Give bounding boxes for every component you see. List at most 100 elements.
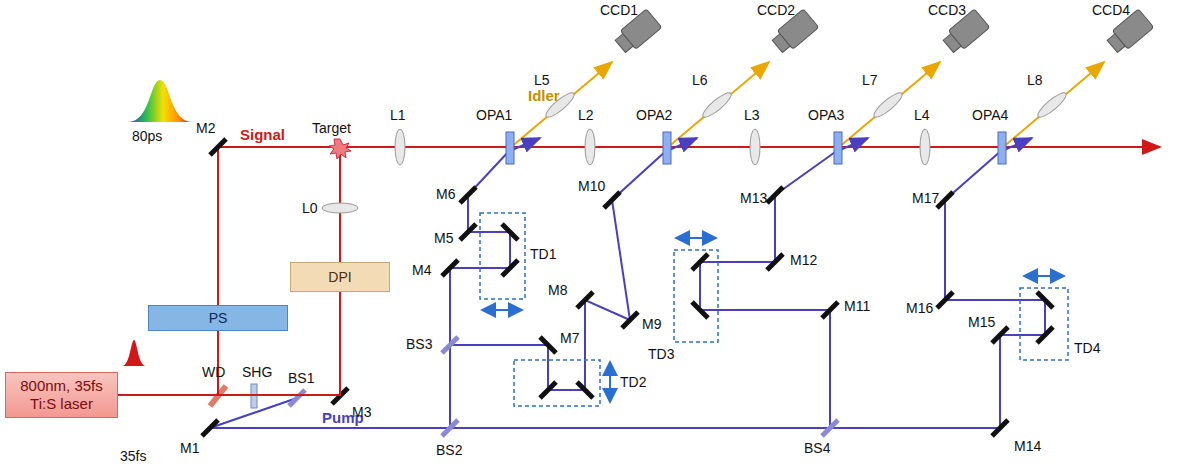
optics-part [442, 420, 458, 436]
part-label: M15 [968, 314, 995, 330]
beam-path [118, 331, 218, 395]
part-label: BS3 [406, 336, 432, 352]
optics-part [442, 337, 458, 353]
optics-part [663, 132, 671, 164]
optics-part [1002, 62, 1104, 148]
part-label: L5 [534, 72, 550, 88]
optics-part [1037, 327, 1053, 343]
optics-part [122, 340, 146, 366]
dpi-box: DPI [290, 262, 390, 292]
part-label: M5 [434, 230, 453, 246]
optics-part [937, 292, 953, 308]
part-label: TD3 [648, 346, 674, 362]
optics-part [128, 80, 192, 122]
node-text: DPI [328, 269, 351, 286]
part-label: TD2 [620, 374, 646, 390]
part-label: BS1 [288, 370, 314, 386]
laser-box: 800nm, 35fs Ti:S laser [5, 372, 118, 418]
optics-part [767, 187, 783, 203]
optics-part [322, 90, 1069, 213]
optics-part [480, 213, 525, 299]
optics-part [502, 260, 518, 276]
optics-part [460, 187, 476, 203]
optics-part [210, 398, 1000, 428]
part-label: CCD3 [928, 2, 966, 18]
part-label: L1 [390, 107, 406, 123]
optics-part [1035, 90, 1069, 121]
optics-part [510, 62, 1104, 148]
part-label: Target [312, 120, 351, 136]
optics-part [692, 254, 708, 270]
optics-part [1037, 292, 1053, 308]
part-label: M16 [906, 300, 933, 316]
optics-part [622, 312, 638, 328]
optics-part [772, 34, 790, 53]
optics-part [676, 237, 716, 239]
optics-part [506, 132, 514, 164]
optics-part [1107, 34, 1125, 53]
optics-part [540, 337, 556, 353]
part-label: Idler [528, 88, 560, 104]
optics-part [210, 138, 1045, 428]
part-label: M8 [548, 282, 567, 298]
part-label: BS4 [804, 440, 830, 456]
optics-part [943, 34, 961, 53]
part-label: L7 [862, 72, 878, 88]
optics-part [604, 192, 620, 208]
optics-part [540, 382, 556, 398]
part-label: L8 [1027, 72, 1043, 88]
optics-part [450, 150, 667, 390]
optics-part [510, 62, 612, 148]
optics-part [577, 382, 593, 398]
optics-part [1020, 288, 1068, 360]
optics-part [210, 139, 226, 155]
part-label: SHG [242, 364, 272, 380]
optics-part [1004, 138, 1032, 150]
part-label: M1 [180, 440, 199, 456]
optics-part [217, 147, 219, 305]
part-label: 35fs [120, 448, 146, 464]
optics-part [442, 260, 458, 276]
part-label: M4 [412, 262, 431, 278]
part-label: M13 [740, 190, 767, 206]
optics-part [502, 224, 518, 240]
optics-part [615, 34, 633, 53]
optics-part [289, 390, 305, 406]
part-label: M11 [844, 298, 870, 314]
part-label: CCD4 [1092, 2, 1130, 18]
part-label: CCD1 [600, 2, 638, 18]
optics-part [322, 203, 358, 213]
optics-part [834, 132, 842, 164]
part-label: L3 [744, 107, 760, 123]
optics-part [920, 129, 930, 165]
optics-part [700, 90, 734, 121]
part-label: M9 [642, 316, 661, 332]
part-label: OPA3 [808, 107, 844, 123]
optics-part [750, 129, 760, 165]
part-label: L6 [692, 72, 708, 88]
part-label: L4 [914, 107, 930, 123]
optics-part [613, 9, 1154, 56]
node-text: 800nm, 35fs Ti:S laser [12, 377, 111, 413]
optics-part [992, 420, 1008, 436]
optics-part [329, 139, 351, 159]
optics-part [692, 302, 708, 318]
optics-part [767, 254, 783, 270]
part-label: M6 [436, 186, 455, 202]
optics-part [512, 138, 540, 150]
part-label: TD1 [530, 246, 556, 262]
optics-part [822, 302, 838, 318]
part-label: TD4 [1074, 340, 1100, 356]
pulse-stretcher-box: PS [148, 305, 288, 331]
optics-part [218, 146, 1160, 148]
optics-part [609, 362, 611, 402]
optics-part [482, 238, 1064, 402]
part-label: WD [202, 364, 225, 380]
part-label: 80ps [132, 128, 162, 144]
optics-part [700, 150, 838, 428]
optics-part [480, 213, 1068, 406]
optics-part [218, 147, 1160, 305]
